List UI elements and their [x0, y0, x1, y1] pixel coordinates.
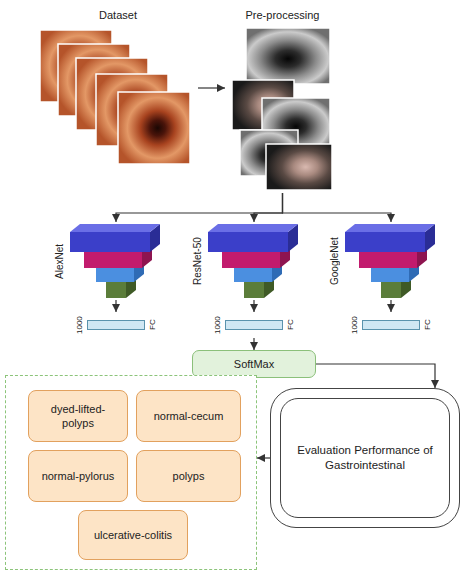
- connector-arrow: [116, 193, 283, 222]
- class-label: normal-cecum: [154, 409, 224, 423]
- model-label: GoogleNet: [328, 222, 341, 300]
- preprocessed-images: [232, 28, 332, 190]
- cnn-model: AlexNet: [70, 222, 162, 300]
- stack-heading: Pre-processing: [225, 8, 340, 22]
- connector-arrow: [198, 87, 225, 88]
- model-label: AlexNet: [53, 222, 66, 300]
- cnn-pyramid: [345, 224, 435, 298]
- endoscopy-image: [118, 92, 190, 164]
- cnn-model: GoogleNet: [345, 222, 437, 300]
- layer-label: FC: [147, 312, 158, 338]
- box-label: SoftMax: [234, 358, 274, 370]
- class-label: dyed-lifted-polyps: [39, 402, 117, 430]
- model-label: ResNet-50: [191, 222, 204, 300]
- class-box: dyed-lifted-polyps: [28, 390, 128, 442]
- fc-layer: 1000 FC: [74, 312, 158, 338]
- box-label: Evaluation Performance of Gastrointestin…: [295, 443, 435, 473]
- connector-arrow: [115, 300, 116, 312]
- inner-border: Evaluation Performance of Gastrointestin…: [280, 398, 450, 518]
- connector-arrow: [253, 338, 254, 350]
- fc-layer: 1000 FC: [349, 312, 433, 338]
- class-group: dyed-lifted-polyps normal-cecum normal-pyl…: [5, 375, 257, 570]
- fc-layer: 1000 FC: [212, 312, 296, 338]
- image-stack: Pre-processing: [225, 8, 340, 193]
- processed-image: [246, 28, 330, 84]
- layer-label: FC: [422, 312, 433, 338]
- class-box: polyps: [136, 450, 241, 502]
- layer-label: FC: [285, 312, 296, 338]
- connector-arrow: [253, 300, 254, 312]
- unit-count: 1000: [349, 312, 360, 338]
- cnn-pyramid: [70, 224, 160, 298]
- evaluation-box: Evaluation Performance of Gastrointestin…: [270, 388, 460, 528]
- class-label: ulcerative-colitis: [94, 528, 172, 542]
- cnn-pyramid: [208, 224, 298, 298]
- unit-count: 1000: [212, 312, 223, 338]
- class-label: polyps: [173, 469, 205, 483]
- class-box: normal-pylorus: [28, 450, 128, 502]
- stack-heading: Dataset: [38, 8, 198, 22]
- image-stack: Dataset: [38, 8, 198, 168]
- connector-arrow: [283, 193, 392, 222]
- softmax-box: SoftMax: [192, 350, 316, 378]
- cnn-model: ResNet-50: [208, 222, 300, 300]
- connector-arrow: [390, 300, 391, 312]
- unit-count: 1000: [74, 312, 85, 338]
- connector-arrow: [254, 193, 283, 222]
- connector-arrow: [257, 457, 270, 458]
- fc-bar: [362, 320, 420, 330]
- fc-bar: [87, 320, 145, 330]
- class-label: normal-pylorus: [42, 469, 115, 483]
- class-box: ulcerative-colitis: [78, 510, 188, 560]
- processed-image: [266, 144, 332, 190]
- connector-arrow: [316, 364, 435, 388]
- class-box: normal-cecum: [136, 390, 241, 442]
- dataset-images: [40, 30, 190, 164]
- fc-bar: [225, 320, 283, 330]
